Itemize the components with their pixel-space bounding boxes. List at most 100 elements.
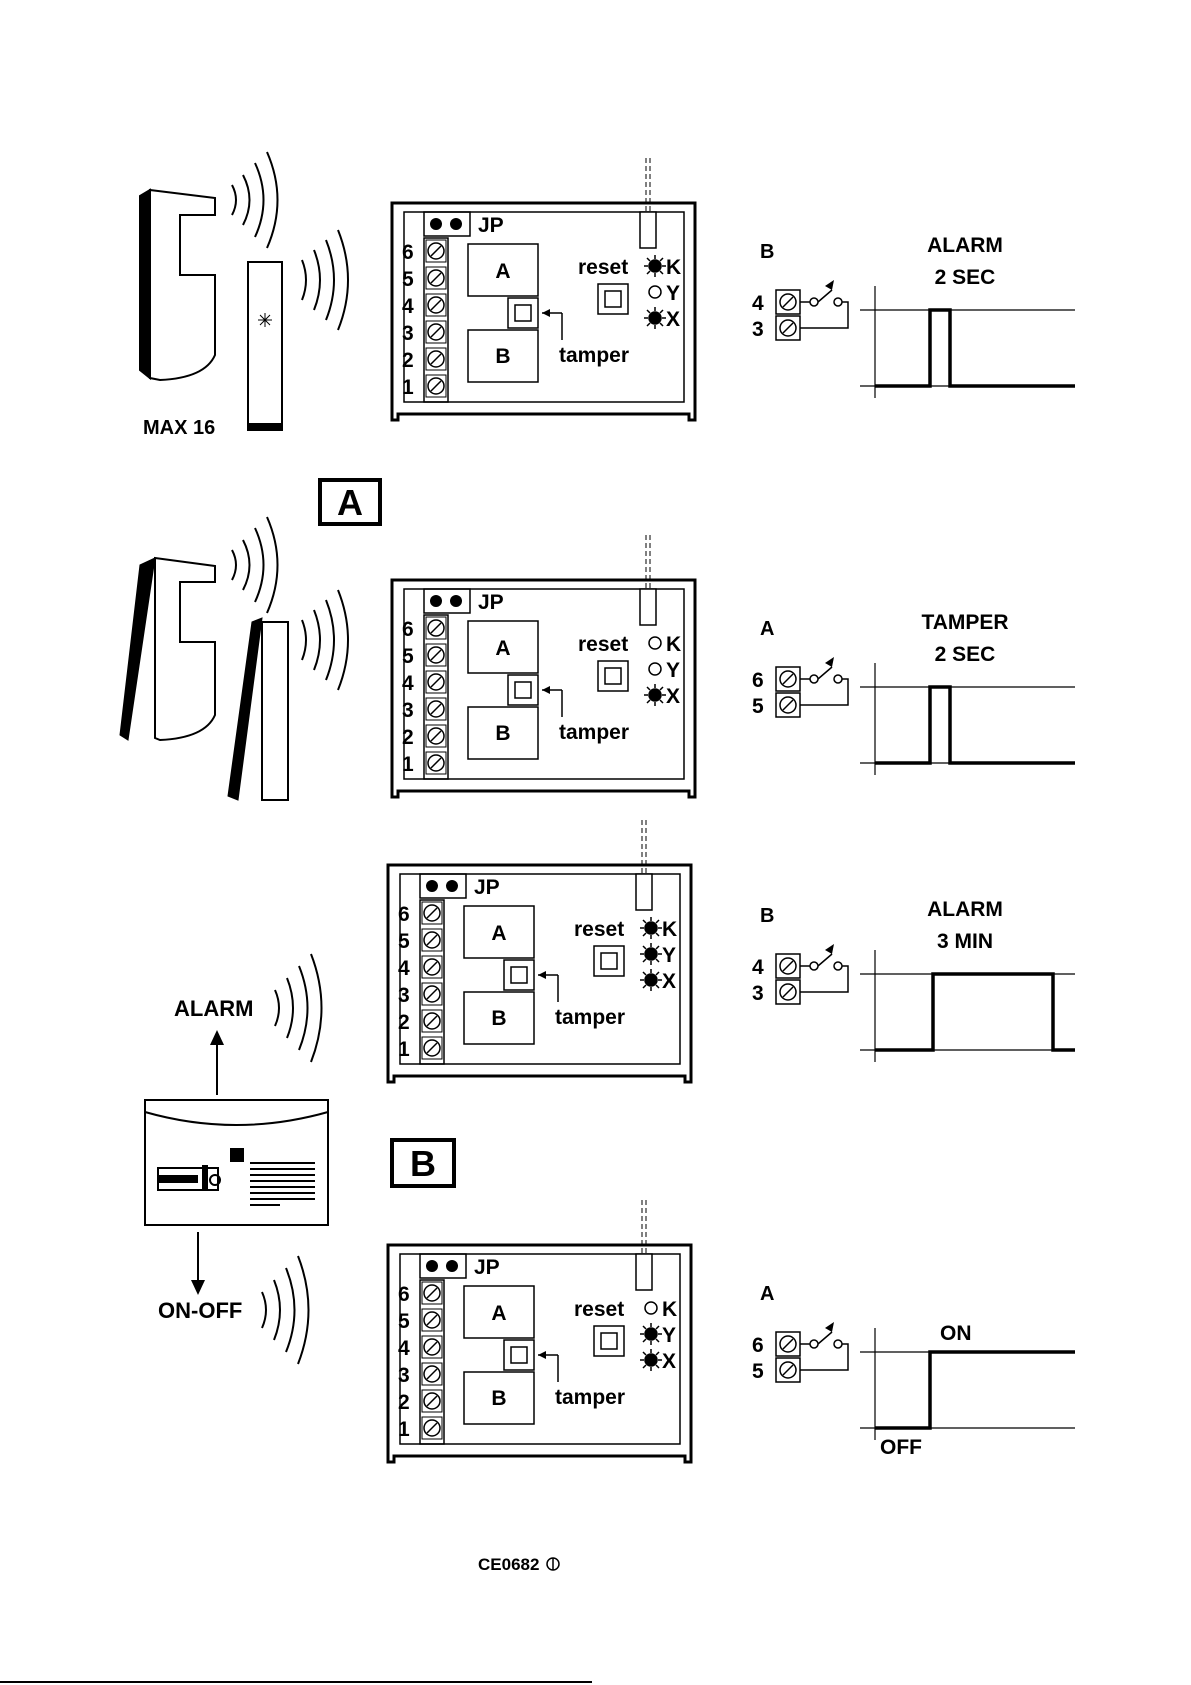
remote-control: ALARM ON-OFF bbox=[145, 954, 328, 1364]
terminal-number: 3 bbox=[402, 322, 414, 345]
led-label: X bbox=[662, 1350, 676, 1373]
radio-waves-icon bbox=[262, 1256, 309, 1364]
output-contact-2: A65 bbox=[752, 618, 848, 718]
signal-title: TAMPER bbox=[921, 611, 1008, 634]
terminal-number: 2 bbox=[398, 1011, 410, 1034]
terminal-number: 3 bbox=[398, 1364, 410, 1387]
led-label: Y bbox=[666, 659, 680, 682]
terminal-number: 2 bbox=[402, 726, 414, 749]
max-label: MAX 16 bbox=[143, 417, 215, 439]
terminal-number: 3 bbox=[398, 984, 410, 1007]
receiver-board-3: JP654321ABtamperresetKYX bbox=[388, 820, 691, 1082]
terminal-number: 1 bbox=[398, 1038, 410, 1061]
reset-label: reset bbox=[574, 918, 624, 941]
relay-a-label: A bbox=[495, 260, 510, 283]
remote-onoff-label: ON-OFF bbox=[158, 1298, 242, 1323]
led-indicator bbox=[649, 312, 661, 324]
signal-waveform bbox=[875, 310, 1075, 386]
reset-button bbox=[598, 661, 628, 691]
led-label: X bbox=[662, 970, 676, 993]
tamper-label: tamper bbox=[559, 721, 629, 744]
terminal-number: 5 bbox=[402, 645, 414, 668]
output-contact-3: B43 bbox=[752, 905, 848, 1005]
output-contact-1: B43 bbox=[752, 241, 848, 341]
tamper-label: tamper bbox=[555, 1386, 625, 1409]
terminal-number: 2 bbox=[398, 1391, 410, 1414]
output-terminal-number: 4 bbox=[752, 292, 764, 315]
terminal-number: 4 bbox=[398, 1337, 410, 1360]
terminal-number: 1 bbox=[398, 1418, 410, 1441]
antenna-base bbox=[636, 874, 652, 910]
sensor-closed bbox=[140, 152, 348, 430]
led-indicator bbox=[645, 948, 657, 960]
terminal-number: 6 bbox=[402, 241, 414, 264]
relay-a-label: A bbox=[491, 922, 506, 945]
terminal-number: 1 bbox=[402, 753, 414, 776]
terminal-number: 3 bbox=[402, 699, 414, 722]
terminal-number: 6 bbox=[398, 1283, 410, 1306]
signal-duration: 2 SEC bbox=[935, 266, 996, 289]
output-relay-letter: A bbox=[760, 1283, 774, 1305]
antenna-base bbox=[636, 1254, 652, 1290]
section-b-marker: B bbox=[392, 1140, 454, 1186]
output-terminal-number: 3 bbox=[752, 318, 764, 341]
led-indicator bbox=[649, 260, 661, 272]
output-terminal-number: 6 bbox=[752, 669, 764, 692]
sensor-open bbox=[120, 517, 348, 800]
output-contact-4: A65 bbox=[752, 1283, 848, 1383]
output-relay-letter: B bbox=[760, 905, 774, 927]
led-label: K bbox=[666, 256, 681, 279]
ce-mark: CE0682 bbox=[478, 1555, 559, 1574]
tamper-switch bbox=[504, 1340, 534, 1370]
relay-a-label: A bbox=[491, 1302, 506, 1325]
jp-label: JP bbox=[474, 1256, 500, 1279]
antenna-base bbox=[640, 589, 656, 625]
contact-icon bbox=[810, 298, 818, 306]
led-label: X bbox=[666, 308, 680, 331]
arrow-icon bbox=[538, 971, 546, 979]
terminal-number: 1 bbox=[402, 376, 414, 399]
signal-waveform bbox=[875, 974, 1075, 1050]
signal-diagram-1: ALARM2 SEC bbox=[860, 234, 1075, 398]
led-indicator bbox=[649, 663, 661, 675]
led-indicator bbox=[649, 286, 661, 298]
terminal-number: 4 bbox=[402, 295, 414, 318]
signal-waveform bbox=[875, 687, 1075, 763]
output-terminal-number: 3 bbox=[752, 982, 764, 1005]
signal-on-label: ON bbox=[940, 1322, 972, 1345]
reset-label: reset bbox=[578, 256, 628, 279]
tamper-switch bbox=[504, 960, 534, 990]
output-relay-letter: A bbox=[760, 618, 774, 640]
reset-button bbox=[594, 1326, 624, 1356]
terminal-number: 6 bbox=[402, 618, 414, 641]
svg-text:CE0682: CE0682 bbox=[478, 1555, 539, 1574]
relay-b-label: B bbox=[495, 345, 510, 368]
tamper-switch bbox=[508, 298, 538, 328]
led-indicator bbox=[645, 922, 657, 934]
remote-alarm-label: ALARM bbox=[174, 996, 253, 1021]
relay-b-label: B bbox=[491, 1387, 506, 1410]
reset-button bbox=[594, 946, 624, 976]
arrow-icon bbox=[542, 686, 550, 694]
terminal-number: 2 bbox=[402, 349, 414, 372]
arrow-icon bbox=[538, 1351, 546, 1359]
led-label: X bbox=[666, 685, 680, 708]
led-indicator bbox=[649, 637, 661, 649]
arrow-icon bbox=[542, 309, 550, 317]
led-indicator bbox=[649, 689, 661, 701]
receiver-board-2: JP654321ABtamperresetKYX bbox=[392, 535, 695, 797]
signal-duration: 3 MIN bbox=[937, 930, 993, 953]
led-indicator bbox=[645, 1302, 657, 1314]
contact-icon bbox=[810, 962, 818, 970]
tamper-label: tamper bbox=[555, 1006, 625, 1029]
receiver-board-4: JP654321ABtamperresetKYX bbox=[388, 1200, 691, 1462]
terminal-number: 6 bbox=[398, 903, 410, 926]
terminal-number: 4 bbox=[402, 672, 414, 695]
led-label: K bbox=[662, 918, 677, 941]
led-indicator bbox=[645, 1328, 657, 1340]
contact-icon bbox=[810, 675, 818, 683]
led-label: Y bbox=[662, 944, 676, 967]
antenna-base bbox=[640, 212, 656, 248]
led-indicator bbox=[645, 974, 657, 986]
